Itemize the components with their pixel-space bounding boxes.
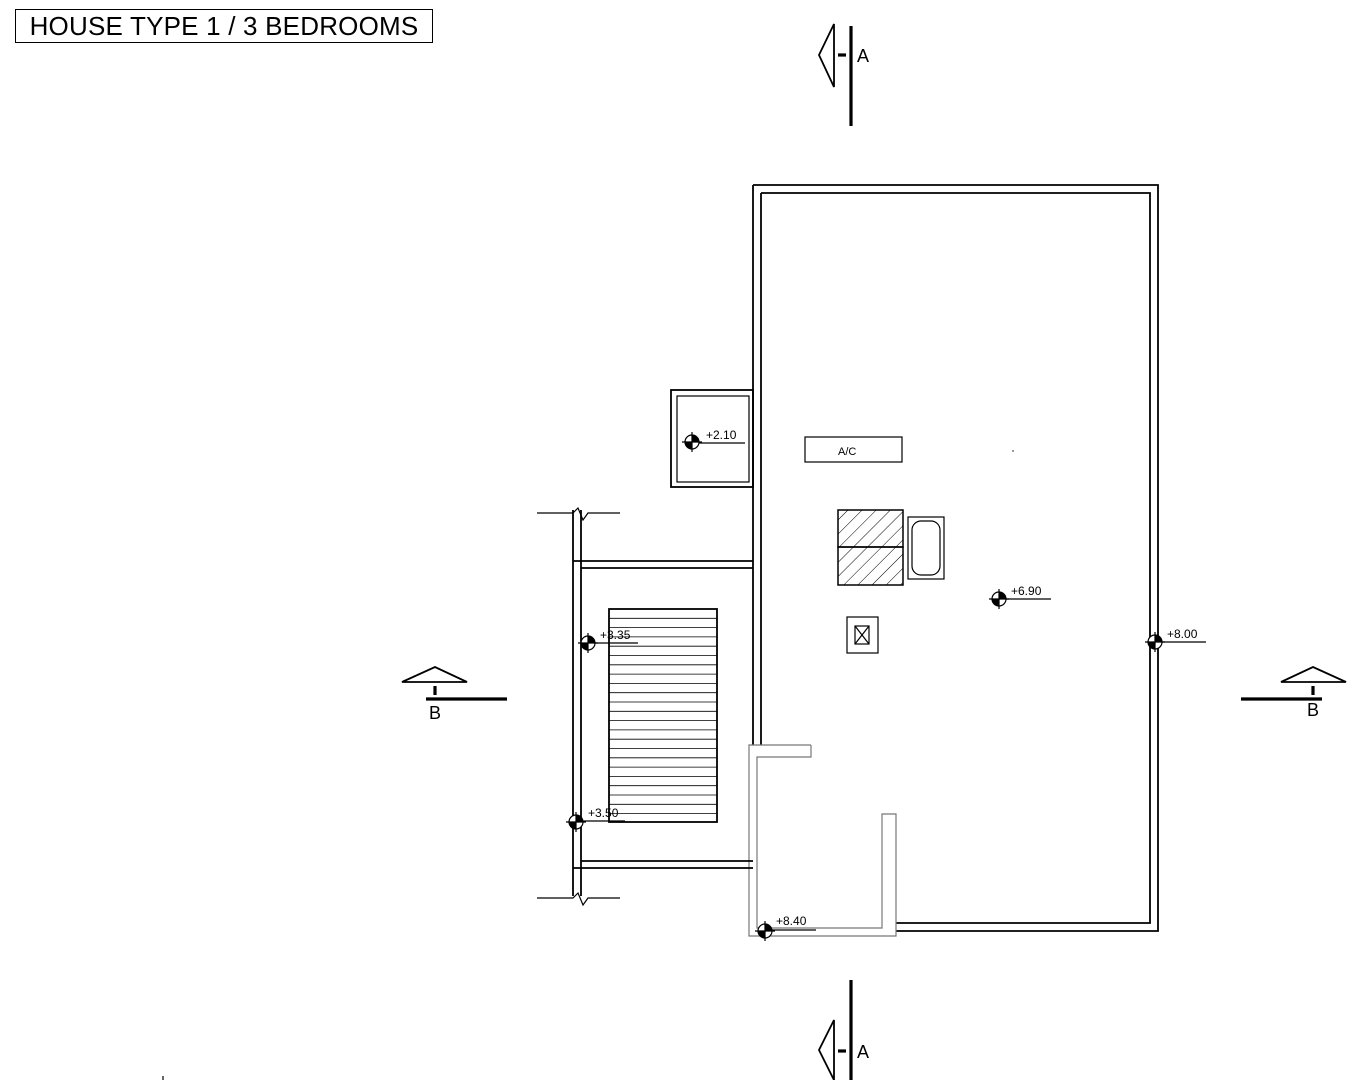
drawing-title: HOUSE TYPE 1 / 3 BEDROOMS xyxy=(15,9,433,43)
level-label-8-00: +8.00 xyxy=(1167,627,1198,641)
level-label-3-35: +3.35 xyxy=(600,628,631,642)
stray-dot xyxy=(1012,450,1014,452)
hatched-vent-blocks xyxy=(837,509,904,586)
section-marker-a-bottom: A xyxy=(817,980,869,1080)
parapet-opening xyxy=(748,744,897,937)
level-marker-2-10: +2.10 xyxy=(682,428,745,452)
water-tank xyxy=(907,516,945,580)
roof-drain xyxy=(846,616,879,654)
section-label-a-bottom: A xyxy=(857,1042,869,1062)
tank-box xyxy=(670,389,754,488)
level-label-6-90: +6.90 xyxy=(1011,584,1042,598)
section-marker-b-left: B xyxy=(401,666,507,723)
section-label-a-top: A xyxy=(857,46,869,66)
section-label-b-left: B xyxy=(429,703,441,723)
level-marker-8-00: +8.00 xyxy=(1145,627,1206,652)
roof-outline xyxy=(752,184,1159,932)
level-label-3-50: +3.50 xyxy=(588,806,619,820)
section-label-b-right: B xyxy=(1307,700,1319,720)
stair-block xyxy=(537,506,753,907)
level-marker-3-35: +3.35 xyxy=(578,628,638,653)
level-marker-3-50: +3.50 xyxy=(566,806,625,832)
ac-unit: A/C xyxy=(804,436,903,463)
section-marker-b-right: B xyxy=(1241,666,1347,720)
stair-treads xyxy=(608,608,718,823)
level-label-8-40: +8.40 xyxy=(776,914,807,928)
section-marker-a-top: A xyxy=(818,23,869,126)
ac-label: A/C xyxy=(838,446,856,458)
level-label-2-10: +2.10 xyxy=(706,428,737,442)
level-marker-8-40: +8.40 xyxy=(755,914,816,941)
level-marker-6-90: +6.90 xyxy=(989,584,1051,609)
